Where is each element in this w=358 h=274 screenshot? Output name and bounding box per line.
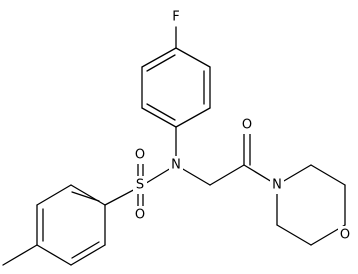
sulfonyl-oxygen-bottom-label: O [135, 208, 145, 223]
bond-ring2-e [70, 244, 106, 266]
bond-ring1-f-inner [146, 54, 176, 72]
bonds [2, 26, 346, 266]
bond-ch2-co [209, 164, 245, 186]
bond-morph-b [310, 164, 346, 186]
bond-ring2-d [36, 244, 72, 266]
sulfonyl-oxygen-top-label: O [135, 148, 145, 163]
bond-ring2-e-inner [71, 241, 100, 259]
carbonyl-oxygen-label: O [242, 118, 252, 133]
bond-ring1-c [175, 107, 211, 128]
bond-morph-e [276, 224, 312, 246]
bond-ring1-d [141, 107, 177, 128]
bond-ring2-a-inner [71, 191, 100, 202]
bond-ring1-a [175, 47, 211, 68]
sulfonamide-nitrogen-label: N [171, 158, 181, 173]
bond-ring1-f [141, 47, 177, 68]
sulfur-label: S [136, 178, 144, 193]
fluorine-label: F [172, 10, 179, 25]
bond-ring2-b [36, 184, 72, 206]
bond-ring1-d-inner [146, 103, 176, 121]
morpholine-nitrogen-label: N [272, 178, 282, 193]
bond-ring2-a [70, 184, 106, 206]
morpholine-oxygen-label: O [340, 228, 350, 243]
atom-labels: F N S O O O N O [133, 8, 352, 244]
bond-methyl [2, 244, 38, 266]
